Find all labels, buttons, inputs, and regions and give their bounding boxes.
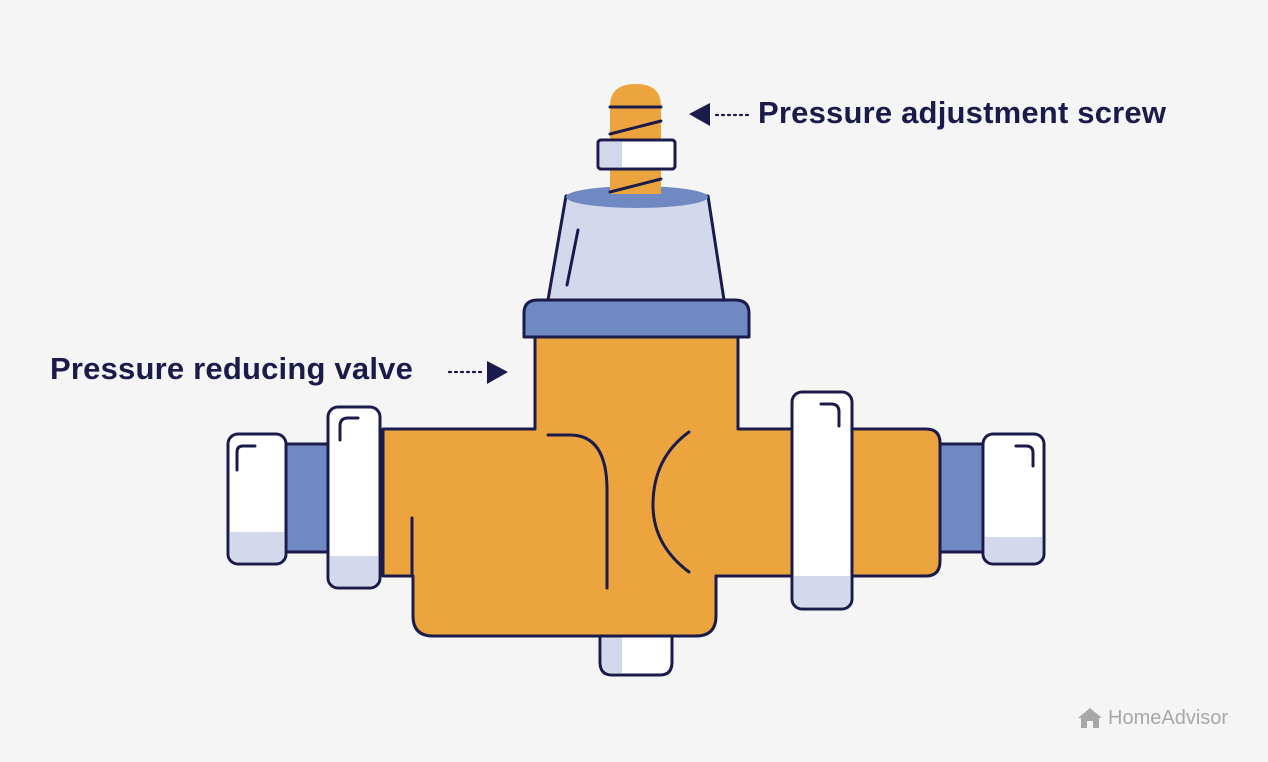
left-inner-nut xyxy=(326,405,382,590)
house-icon xyxy=(1078,708,1102,728)
left-outer-nut xyxy=(226,432,288,566)
screw-leader-arrow xyxy=(689,103,752,126)
bonnet-highlight-line xyxy=(565,228,580,287)
right-pipe-sleeve xyxy=(934,442,990,554)
valve-body-details xyxy=(410,430,691,590)
bonnet-top xyxy=(566,186,708,208)
right-outer-nut xyxy=(981,432,1046,566)
pressure-reducing-valve-label: Pressure reducing valve xyxy=(50,351,414,386)
homeadvisor-watermark: HomeAdvisor xyxy=(1076,706,1228,730)
bonnet-collar xyxy=(522,298,751,339)
bottom-plug xyxy=(598,628,674,677)
valve-leader-arrow xyxy=(447,361,508,384)
watermark-brand-text: HomeAdvisor xyxy=(1108,706,1229,729)
valve-body xyxy=(381,334,942,638)
lock-nut xyxy=(596,138,677,171)
pressure-adjustment-screw-label: Pressure adjustment screw xyxy=(758,95,1167,130)
right-inner-nut xyxy=(790,390,854,611)
left-pipe-sleeve xyxy=(280,442,336,554)
